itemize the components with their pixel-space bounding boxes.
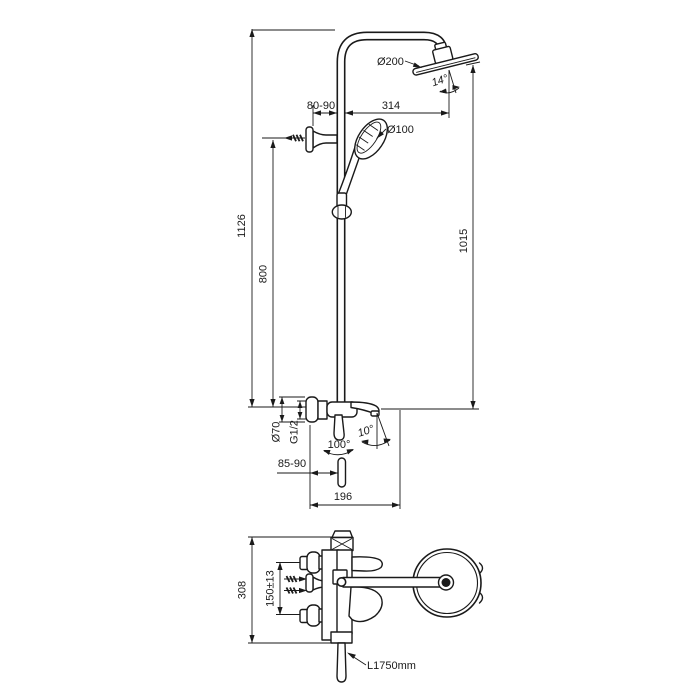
- spout-top: [351, 556, 383, 572]
- dim-wall-to-lever-label: 85-90: [278, 458, 306, 470]
- top-view: 308 150±13 L1750mm: [236, 530, 484, 683]
- spout-angle-annotation: [361, 412, 391, 449]
- handshower-diameter-label: Ø100: [387, 124, 414, 136]
- mixer-valve: [305, 396, 380, 488]
- dim-inlet-spacing-label: 150±13: [264, 570, 276, 607]
- dim-spout-reach-label: 196: [334, 491, 352, 503]
- head-diameter-label: Ø200: [377, 56, 404, 68]
- front-view: 1126 800 1015 80-90 314 Ø200 Ø100 14° Ø7…: [236, 29, 481, 509]
- connection-thread-label: G1/2: [288, 420, 300, 444]
- escutcheon-diameter-label: Ø70: [270, 422, 282, 443]
- dim-overall-depth-label: 308: [236, 581, 248, 599]
- hose-length-label: L1750mm: [367, 660, 416, 672]
- riser-pipe: [336, 31, 448, 403]
- wall-screw-icons: [284, 575, 307, 594]
- extension-lines: [248, 29, 481, 509]
- extension-lines: [248, 536, 333, 644]
- lever-swing-label: 100°: [328, 439, 351, 451]
- slider-ring: [331, 204, 352, 220]
- wall-bracket: [305, 126, 338, 153]
- dim-riser-to-head-label: 314: [382, 100, 400, 112]
- spout-angle-label: 10°: [356, 423, 376, 440]
- head-angle-label: 14°: [430, 72, 450, 89]
- dim-total-height-label: 1126: [236, 214, 248, 238]
- shower-hose: [336, 642, 347, 683]
- lever-top: [348, 586, 383, 623]
- dimension-arrows: [249, 29, 476, 508]
- dim-head-to-valve-label: 1015: [458, 229, 470, 253]
- riser-union: [330, 530, 354, 552]
- dim-bracket-height-label: 800: [257, 265, 269, 283]
- dim-wall-to-riser-label: 80-90: [307, 100, 335, 112]
- overhead-shower-head: [412, 41, 479, 76]
- head-angle-annotation: [439, 69, 460, 94]
- lever-swing-position: [337, 457, 347, 488]
- hand-shower: [331, 118, 389, 220]
- shower-arm: [342, 576, 446, 588]
- lever-swing-annotation: [323, 449, 354, 456]
- overhead-shower-top: [336, 548, 484, 618]
- hose-leader: [347, 652, 367, 666]
- dimension-arrows: [249, 537, 283, 643]
- wall-screw-icon: [262, 134, 305, 142]
- leader-lines: [376, 60, 422, 139]
- dimension-lines: [251, 29, 474, 506]
- mixer-lever: [333, 414, 345, 441]
- mixer-body-top: [321, 549, 383, 644]
- wall-escutcheon: [305, 396, 319, 423]
